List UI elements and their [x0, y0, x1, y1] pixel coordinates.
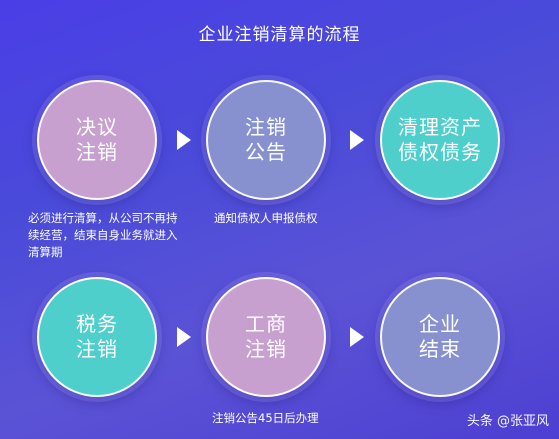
step-business-deregistration-label: 工商 注销	[245, 312, 287, 361]
arrow-right-icon	[177, 327, 191, 347]
step-business-deregistration-circle: 工商 注销	[206, 277, 326, 397]
step-clear-assets-label: 清理资产 债权债务	[398, 115, 482, 164]
arrow-right-icon	[350, 327, 364, 347]
arrow-right-icon	[177, 130, 191, 150]
step-clear-assets-circle: 清理资产 债权债务	[380, 80, 500, 200]
arrow-right-icon	[350, 130, 364, 150]
diagram-title: 企业注销清算的流程	[198, 25, 361, 45]
step-tax-deregistration-circle: 税务 注销	[37, 277, 157, 397]
note-deregistration: 注销公告45日后办理	[212, 411, 319, 425]
step-announcement-label: 注销 公告	[245, 115, 287, 164]
step-announcement-circle: 注销 公告	[206, 80, 326, 200]
step-tax-deregistration-label: 税务 注销	[76, 312, 118, 361]
step-enterprise-end-circle: 企业 结束	[380, 277, 500, 397]
step-resolution-circle: 决议 注销	[37, 80, 157, 200]
note-announcement: 通知债权人申报债权	[214, 211, 318, 225]
step-resolution-label: 决议 注销	[76, 115, 118, 164]
note-resolution: 必须进行清算，从公司不再持续经营，结束自身业务就进入清算期	[28, 211, 178, 259]
step-enterprise-end-label: 企业 结束	[419, 312, 461, 361]
watermark: 头条 @张亚风	[466, 414, 549, 429]
